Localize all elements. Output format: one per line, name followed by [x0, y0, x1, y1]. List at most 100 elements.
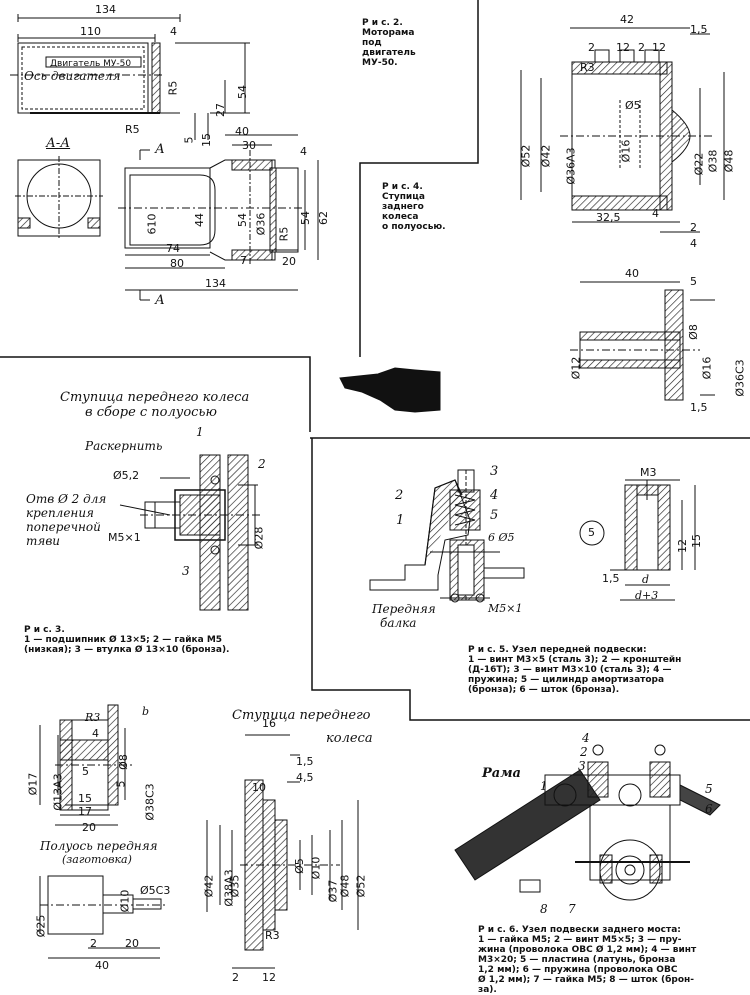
fig5-dim-d3: d+3: [635, 589, 659, 602]
fig2-arrow-label-bottom: А: [155, 293, 165, 308]
fig3-label-raskernit: Раскернить: [85, 439, 163, 453]
fig6-label-5: 5: [705, 782, 713, 796]
blank-dim-2: 2: [90, 937, 97, 950]
fig4-dim-16b: Ø16: [700, 356, 714, 380]
hub-dim-1-5: 1,5: [296, 755, 314, 768]
fig3-label-3: 3: [182, 564, 190, 578]
fig5-label-beam-2: балка: [380, 616, 417, 630]
fig5-label-4: 4: [490, 488, 499, 503]
hub-dim-5: Ø5: [292, 858, 306, 874]
fig2-dim-110: 110: [80, 25, 101, 38]
fig5-label-6: 6 Ø5: [488, 531, 515, 544]
fig3-label-d28: Ø28: [252, 526, 266, 550]
fig3-front-hub: [119, 454, 260, 611]
axle-dim-17: Ø17: [26, 772, 40, 796]
fig4-dim-12a: 12: [616, 41, 630, 54]
fig3-caption: Р и с. 3. 1 — подшипник Ø 13×5; 2 — гайк…: [24, 625, 230, 655]
fig2-dim-36: Ø36: [254, 212, 268, 236]
fig3-hole-line4: тяви: [26, 534, 61, 548]
blank-dim-5c3: Ø5С3: [140, 884, 171, 897]
hub-title-line1: Ступица переднего: [232, 708, 371, 723]
fig4-dim-2a: 2: [588, 41, 595, 54]
fig4-dim-4: 4: [652, 207, 659, 220]
fig3-hole-line2: крепления: [26, 506, 94, 520]
fig3-label-2: 2: [258, 457, 266, 471]
hub-dim-r3: R3: [265, 929, 280, 942]
fig2-dim-80: 80: [170, 257, 184, 270]
fig6-label-1: 1: [540, 779, 548, 793]
fig6-rear-suspension: [454, 744, 721, 901]
fig3-title-line2: в сборе с полуосью: [85, 405, 217, 420]
fig2-dim-5: 5: [182, 136, 196, 144]
fig4-dim-48: Ø48: [722, 149, 736, 173]
fig6-label-3: 3: [578, 759, 586, 773]
fig3-hole-line3: поперечной: [26, 520, 101, 534]
fig2-caption: Р и с. 2. Моторама под двигатель МУ-50.: [362, 18, 416, 68]
fig6-label-4: 4: [582, 731, 590, 745]
fig2-dim-54: 54: [236, 85, 249, 99]
fig4-dim-1-5: 1,5: [690, 23, 708, 36]
fig5-label-m5x1: М5×1: [488, 602, 523, 615]
fig2-dim-r5-b: R5: [125, 123, 140, 136]
fig2-arrow-label-top: А: [155, 142, 165, 157]
axle-title-line2: (заготовка): [62, 853, 132, 866]
fig4-dim-36c3: Ø36С3: [733, 359, 747, 397]
blank-dim-10: Ø10: [118, 889, 132, 913]
fig5-label-m3: М3: [640, 466, 657, 479]
fig5-dim-15: 15: [690, 534, 703, 548]
fig2-dim-54b: 54: [236, 213, 249, 227]
fig5-dim-d: d: [642, 573, 650, 586]
fig2-axis-label: Ось двигателя: [24, 69, 121, 83]
hub-title-line2: колеса: [326, 731, 373, 746]
fig5-label-circle-5: 5: [588, 526, 595, 539]
fig6-label-6: 6: [705, 802, 713, 816]
fig2-dim-62: 62: [317, 211, 330, 225]
fig2-dim-27: 27: [214, 103, 227, 117]
fig4-dim-16: Ø16: [619, 139, 633, 163]
fig5-caption: Р и с. 5. Узел передней подвески: 1 — ви…: [468, 645, 682, 695]
fig4-dim-42: 42: [620, 13, 634, 26]
fig4-dim-4b: 4: [690, 237, 697, 250]
fig4-dim-12b: 12: [652, 41, 666, 54]
fig5-label-5: 5: [490, 508, 499, 523]
fig5-label-2: 2: [395, 488, 404, 503]
fig2-section-label: А-А: [46, 136, 71, 151]
axle-dim-r3: R3: [85, 711, 101, 724]
fig6-label-8: 8: [540, 902, 548, 916]
hub-dim-12: 12: [262, 971, 276, 984]
fig4-axle: [570, 281, 715, 401]
pointing-hand-icon: [339, 367, 441, 413]
axle-dim-20: 20: [82, 821, 96, 834]
fig3-label-d5-2: Ø5,2: [113, 469, 140, 482]
hub-dim-52: Ø52: [354, 874, 368, 898]
fig2-dim-r5-c: R5: [277, 226, 291, 242]
fig4-dim-r3: R3: [580, 61, 595, 74]
fig4-dim-1-5b: 1,5: [690, 401, 708, 414]
fig5-label-1: 1: [396, 513, 405, 528]
fig2-motor-label: Двигатель МУ-50: [50, 59, 132, 69]
hub-dim-2: 2: [232, 971, 239, 984]
fig-front-hub-section: [206, 734, 359, 969]
hub-dim-10: 10: [252, 781, 266, 794]
fig4-dim-42d: Ø42: [539, 144, 553, 168]
fig5-front-suspension: [369, 469, 696, 603]
axle-title-line1: Полуось передняя: [40, 839, 158, 853]
blank-dim-25: Ø25: [34, 914, 48, 938]
axle-dim-b: b: [142, 705, 150, 718]
fig4-dim-40: 40: [625, 267, 639, 280]
fig2-dim-134b: 134: [205, 277, 226, 290]
fig2-dim-54c: 54: [299, 211, 312, 225]
fig4-dim-38: Ø38: [706, 149, 720, 173]
hub-dim-16: 16: [262, 717, 276, 730]
axle-dim-15: 15: [78, 792, 92, 805]
fig2-dim-r5-a: R5: [166, 80, 180, 96]
fig3-title-line1: Ступица переднего колеса: [60, 390, 250, 405]
fig4-dim-2c: 2: [690, 221, 697, 234]
fig4-dim-8: Ø8: [686, 324, 700, 340]
hub-dim-10b: Ø10: [309, 856, 323, 880]
fig4-dim-36a3: Ø36А3: [564, 147, 578, 185]
blank-dim-40: 40: [95, 959, 109, 972]
axle-dim-8: Ø8: [116, 754, 130, 770]
fig2-dim-4: 4: [170, 25, 177, 38]
